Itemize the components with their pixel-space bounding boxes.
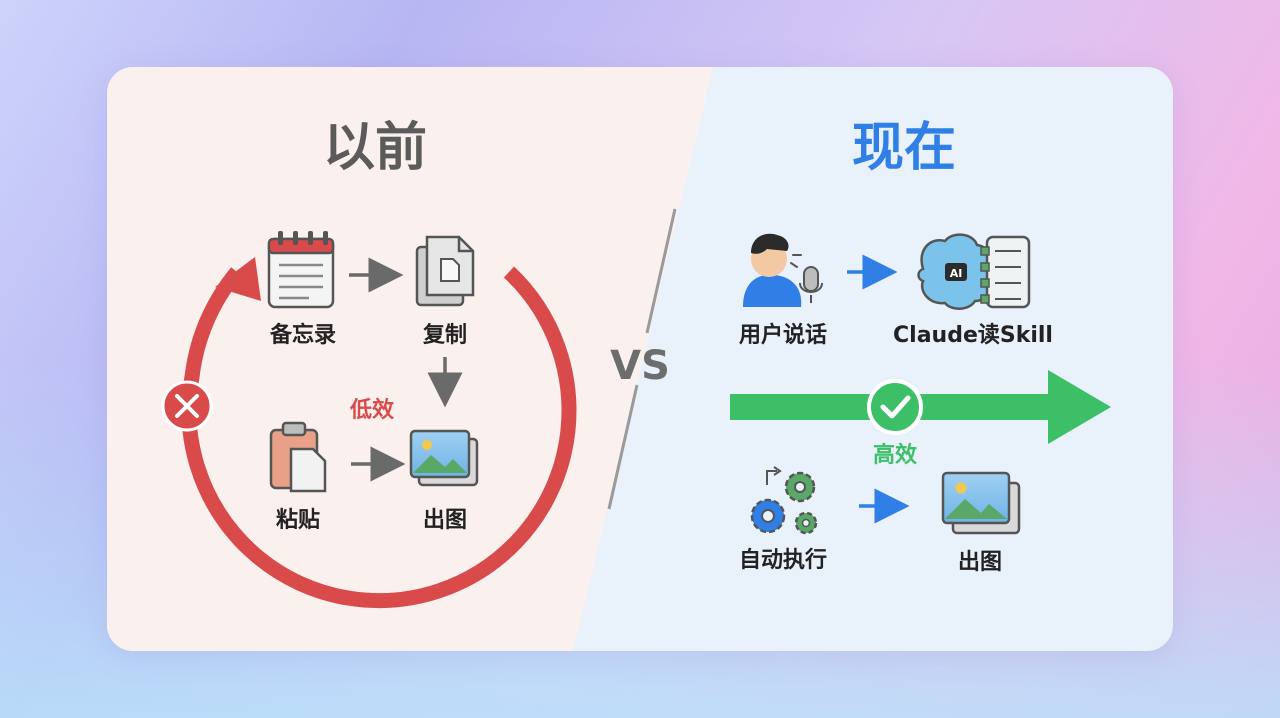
step-auto-label: 自动执行	[739, 547, 827, 573]
step-output-label-after: 出图	[958, 550, 1002, 575]
step-paste-label: 粘贴	[276, 507, 320, 533]
card-left-panel	[107, 67, 713, 651]
ai-chip-label: AI	[950, 267, 963, 280]
check-circle-icon	[867, 379, 923, 435]
ai-brain-checklist-icon: AI	[917, 233, 1031, 310]
step-speak-label: 用户说话	[739, 322, 827, 348]
vs-divider-top	[645, 208, 677, 334]
after-verdict: 高效	[873, 442, 917, 468]
copy-documents-icon	[415, 235, 475, 307]
step-output-label-before: 出图	[423, 508, 467, 533]
vs-label: VS	[610, 343, 670, 389]
vs-divider-bottom	[607, 384, 639, 510]
notepad-icon	[267, 231, 335, 309]
before-title: 以前	[323, 118, 427, 178]
step-copy-label: 复制	[422, 322, 467, 348]
gears-icon	[750, 466, 818, 535]
step-memo-label: 备忘录	[269, 322, 336, 348]
after-title: 现在	[852, 118, 956, 178]
image-icon	[409, 429, 479, 487]
person-speaking-icon	[743, 233, 802, 307]
loop-arrowhead	[215, 257, 261, 301]
microphone-icon	[799, 266, 823, 303]
x-circle-icon	[161, 380, 213, 432]
clipboard-icon	[269, 421, 327, 493]
before-verdict: 低效	[349, 397, 394, 423]
image-icon	[941, 471, 1021, 535]
comparison-card: 以前 现在 VS 备忘录 复制 低效 粘贴	[107, 67, 1173, 651]
step-read-label: Claude读Skill	[893, 323, 1053, 348]
